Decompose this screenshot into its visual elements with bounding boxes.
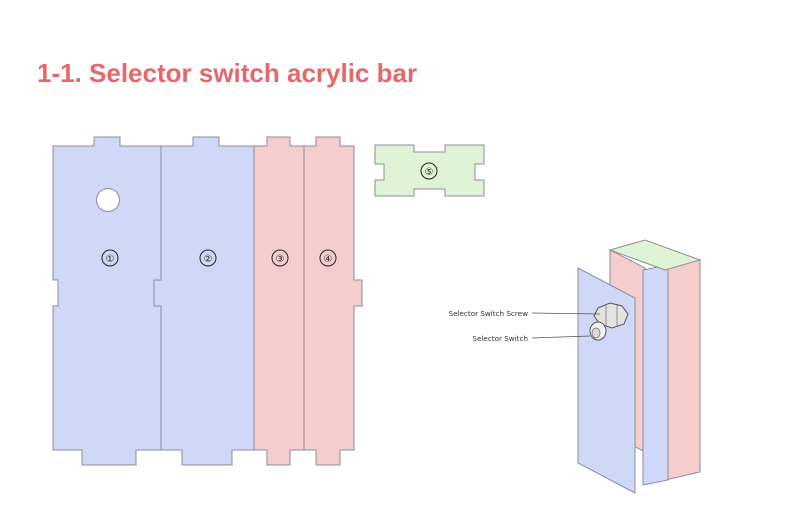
part-5-panel: [374, 144, 485, 197]
assembly-front-panel: [577, 267, 636, 494]
part-3-label: ③: [276, 254, 285, 265]
part-2-panel: [153, 136, 262, 466]
part-4-badge: ④: [319, 249, 337, 267]
part-3-panel: [253, 136, 312, 466]
assembly-top-cap: [608, 239, 702, 271]
part-2-badge: ②: [199, 249, 217, 267]
assembly-inner-panel: [642, 264, 669, 486]
callout-selector-switch-screw: Selector Switch Screw: [449, 309, 529, 318]
assembly-3d-view: [577, 239, 702, 494]
switch-leader-line: [531, 335, 591, 339]
part-1-hole: [96, 188, 120, 212]
part-4-label: ④: [324, 254, 333, 265]
part-4-panel: [303, 136, 363, 466]
callout-selector-switch: Selector Switch: [472, 334, 528, 343]
assembly-right-panel: [664, 259, 701, 481]
part-5-badge: ⑤: [420, 162, 438, 180]
part-1-badge: ①: [101, 249, 119, 267]
part-5-label: ⑤: [425, 167, 434, 178]
part-1-label: ①: [106, 254, 115, 265]
page-title: 1-1. Selector switch acrylic bar: [37, 58, 418, 88]
part-1-panel: [52, 136, 162, 466]
part-3-badge: ③: [271, 249, 289, 267]
screw-leader-line: [531, 312, 601, 315]
part-2-label: ②: [204, 254, 213, 265]
selector-switch-icon: [589, 302, 629, 341]
